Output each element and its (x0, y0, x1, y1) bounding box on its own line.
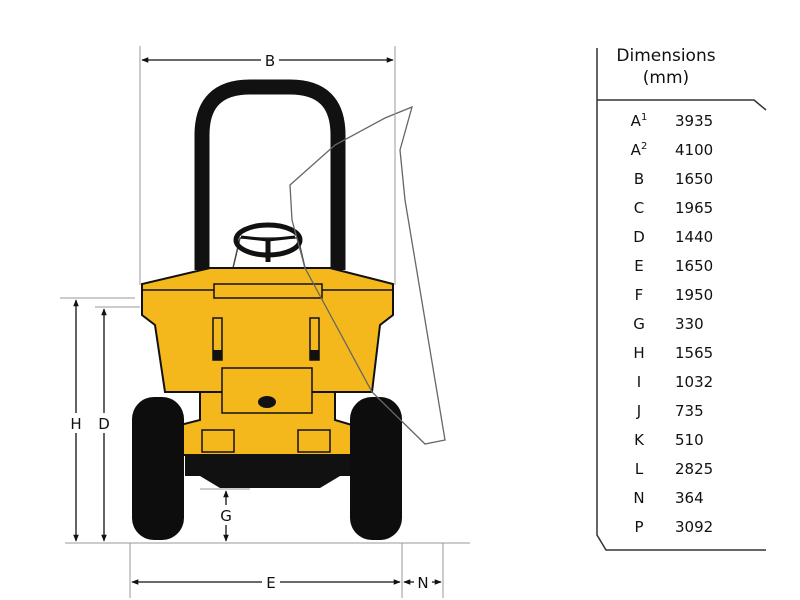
dimension-value: 330 (675, 314, 704, 333)
dimension-value: 1965 (675, 198, 714, 217)
dimension-key-superscript: 2 (640, 140, 648, 152)
axle-underside (200, 476, 340, 488)
dimension-value: 1950 (675, 285, 714, 304)
dimension-key: D (596, 228, 661, 246)
skip-body (141, 267, 394, 393)
dimension-value: 364 (675, 488, 704, 507)
dimension-key-letter: P (634, 517, 644, 536)
dimensions-title-line1: Dimensions (616, 46, 716, 66)
dimension-key: C (596, 199, 661, 217)
dimension-value: 3092 (675, 517, 714, 536)
steering-wheel (233, 222, 303, 262)
dimension-key: K (596, 431, 661, 449)
right-headlight (297, 429, 331, 453)
dimensions-title: Dimensions (mm) (596, 45, 736, 89)
spec-table-frame (596, 48, 767, 551)
left-ram-foot (213, 350, 222, 360)
dimension-key-letter: K (634, 430, 644, 449)
left-headlight (201, 429, 235, 453)
dimension-key: L (596, 460, 661, 478)
right-ram-foot (310, 350, 319, 360)
dimension-key-letter: A (630, 140, 641, 159)
dimension-row: D 1440 (596, 222, 766, 251)
dimension-key-letter: N (633, 488, 645, 507)
dimension-value: 3935 (675, 111, 714, 130)
dimension-row: N 364 (596, 483, 766, 512)
dimension-value: 1440 (675, 227, 714, 246)
dimension-key-letter: E (634, 256, 644, 275)
dimension-row: L 2825 (596, 454, 766, 483)
dimension-key: J (596, 402, 661, 420)
tipped-skip-outline (289, 105, 446, 445)
dimension-key-letter: C (633, 198, 645, 217)
dimension-value: 510 (675, 430, 704, 449)
hood-panel (221, 367, 313, 414)
dim-label-b: B (265, 52, 275, 70)
dimension-key: A2 (596, 141, 661, 159)
dim-label-e: E (266, 574, 275, 592)
roll-bar (194, 79, 346, 270)
dimension-key: G (596, 315, 661, 333)
dimension-key-letter: G (633, 314, 645, 333)
dimension-value: 1032 (675, 372, 714, 391)
dimension-row: G 330 (596, 309, 766, 338)
dim-label-n: N (417, 574, 428, 592)
dimension-row: A2 4100 (596, 135, 766, 164)
dimension-row: I 1032 (596, 367, 766, 396)
dimension-row: H 1565 (596, 338, 766, 367)
dimension-value: 1650 (675, 256, 714, 275)
dimension-key: P (596, 518, 661, 536)
tow-hitch (258, 396, 276, 408)
dimension-row: A1 3935 (596, 106, 766, 135)
dimension-value: 4100 (675, 140, 714, 159)
dimension-key-letter: A (630, 111, 641, 130)
dimension-key-letter: H (633, 343, 645, 362)
dimension-row: F 1950 (596, 280, 766, 309)
dimension-key-letter: L (634, 459, 644, 478)
dimension-key: E (596, 257, 661, 275)
dimension-row: K 510 (596, 425, 766, 454)
dimension-value: 2825 (675, 459, 714, 478)
dimension-key: A1 (596, 112, 661, 130)
dimension-key-letter: I (636, 372, 642, 391)
dimension-key-letter: J (636, 401, 642, 420)
left-tyre (132, 397, 184, 540)
dimension-key-letter: B (633, 169, 645, 188)
extension-lines (60, 46, 470, 598)
skip-top-plate (213, 283, 323, 299)
dimension-value: 735 (675, 401, 704, 420)
dimension-key-letter: F (634, 285, 644, 304)
dimensions-title-line2: (mm) (642, 68, 690, 88)
dimension-key-superscript: 1 (640, 111, 648, 123)
dimension-key: F (596, 286, 661, 304)
dimension-row: C 1965 (596, 193, 766, 222)
dimension-key: I (596, 373, 661, 391)
right-tyre (350, 397, 402, 540)
dim-label-d: D (98, 415, 110, 433)
dimension-row: B 1650 (596, 164, 766, 193)
dimension-value: 1565 (675, 343, 714, 362)
dimension-key: B (596, 170, 661, 188)
dimension-key: H (596, 344, 661, 362)
dimension-row: P 3092 (596, 512, 766, 541)
dimension-row: E 1650 (596, 251, 766, 280)
dimension-value: 1650 (675, 169, 714, 188)
dim-label-h: H (70, 415, 81, 433)
dimension-key: N (596, 489, 661, 507)
dimension-row: J 735 (596, 396, 766, 425)
dim-label-g: G (220, 507, 232, 525)
dimension-key-letter: D (633, 227, 645, 246)
